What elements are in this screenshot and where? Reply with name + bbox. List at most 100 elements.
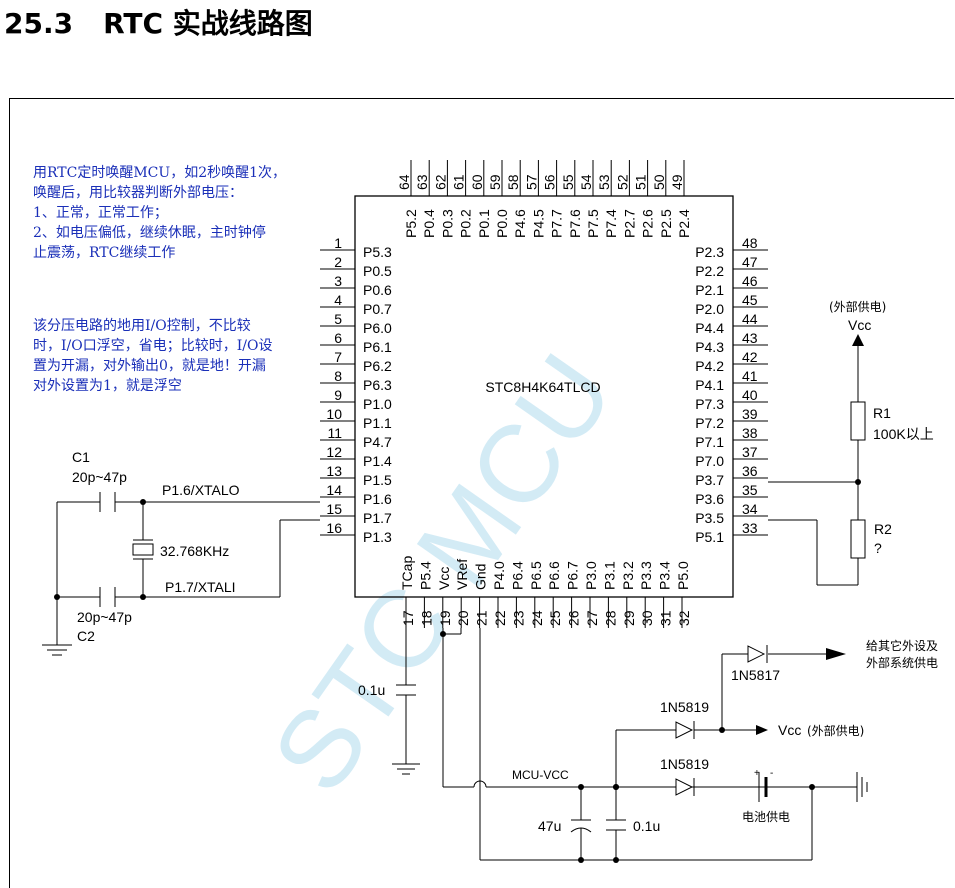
schematic-frame (9, 98, 954, 888)
pin-name: P6.4 (509, 561, 525, 590)
junction-dot (613, 784, 619, 790)
pin-name: P2.3 (695, 244, 724, 260)
pin-number: 30 (639, 610, 655, 626)
junction-dot (613, 857, 619, 863)
pin-number: 47 (742, 254, 758, 270)
wakeup-note-line: 1、正常，正常工作； (33, 205, 168, 221)
pin-number: 60 (469, 174, 485, 190)
divider-circuit (768, 346, 866, 586)
pin-name: P1.5 (363, 472, 392, 488)
pin-name: P1.0 (363, 396, 392, 412)
pin-number: 31 (658, 610, 674, 626)
pin-number: 10 (326, 406, 342, 422)
pin-number: 45 (742, 292, 758, 308)
pin-number: 21 (474, 610, 490, 626)
vcc-arrow (852, 334, 864, 346)
pin-number: 37 (742, 444, 758, 460)
pin-name: P7.5 (585, 209, 601, 238)
junction-dot (809, 784, 815, 790)
output-arrow (826, 648, 846, 660)
pin-number: 23 (510, 610, 526, 626)
divider-note-line: 对外设置为1，就是浮空 (33, 378, 182, 394)
pin-name: P6.1 (363, 339, 392, 355)
pin-name: P5.1 (695, 529, 724, 545)
diode-1n5817-label: 1N5817 (731, 667, 780, 683)
wakeup-note: 用RTC定时唤醒MCU，如2秒唤醒1次， 唤醒后，用比较器判断外部电压： 1、正… (33, 163, 286, 263)
pin-name: P7.6 (567, 209, 583, 238)
pin-number: 53 (596, 174, 612, 190)
pin-number: 9 (334, 387, 342, 403)
vcc-label: Vcc (848, 317, 871, 333)
pin-name: P5.4 (417, 561, 433, 590)
pin-number: 61 (451, 174, 467, 190)
diode-1n5819-bottom (675, 778, 695, 796)
pin-name: P4.7 (363, 434, 392, 450)
pin-name: P3.0 (583, 561, 599, 590)
pin-name: P3.2 (620, 561, 636, 590)
pin-number: 64 (396, 174, 412, 190)
right-pins: 48P2.347P2.246P2.145P2.044P4.443P4.342P4… (695, 235, 768, 545)
left-pins: 1P5.32P0.53P0.64P0.75P6.06P6.17P6.28P6.3… (320, 235, 392, 545)
divider-note-line: 该分压电路的地用I/O控制，不比较 (33, 318, 251, 334)
pin-name: P6.3 (363, 377, 392, 393)
pin-name: P1.7 (363, 510, 392, 526)
r1-ref: R1 (873, 405, 891, 421)
pin-name: P2.6 (640, 209, 656, 238)
pin-name: P0.4 (421, 209, 437, 238)
c1-value: 20p~47p (72, 469, 127, 485)
pin-number: 17 (400, 610, 416, 626)
pin-number: 32 (676, 610, 692, 626)
pin-number: 8 (334, 368, 342, 384)
diode-1n5819-bottom-label: 1N5819 (660, 756, 709, 772)
r1-value: 100K以上 (873, 426, 934, 442)
pin-number: 29 (621, 610, 637, 626)
junction-dot (719, 727, 725, 733)
pin-name: P3.1 (601, 561, 617, 590)
pin-name: P4.2 (695, 358, 724, 374)
c1-ref: C1 (72, 449, 90, 465)
pin-name: P6.7 (565, 561, 581, 590)
cap-47u-label: 47u (538, 818, 561, 834)
pin-name: P0.7 (363, 301, 392, 317)
top-pins: 64P5.263P0.462P0.361P0.260P0.159P0.058P4… (396, 160, 692, 238)
pin-name: P7.1 (695, 434, 724, 450)
pin-name: P3.7 (695, 472, 724, 488)
pin-name: P4.4 (695, 320, 724, 336)
pin-number: 5 (334, 311, 342, 327)
diode-1n5819-top-label: 1N5819 (660, 699, 709, 715)
pin-name: VRef (454, 559, 470, 590)
pin-name: P2.4 (676, 209, 692, 238)
pin-number: 11 (327, 425, 342, 441)
pin-number: 43 (742, 330, 758, 346)
c2-ref: C2 (77, 628, 95, 644)
pin-name: P3.6 (695, 491, 724, 507)
ext-supply-label: (外部供电) (829, 299, 886, 314)
junction-dot (578, 857, 584, 863)
pin-number: 39 (742, 406, 758, 422)
pin-name: P5.3 (363, 244, 392, 260)
pin-number: 18 (418, 610, 434, 626)
pin-number: 24 (529, 610, 545, 626)
pin-number: 25 (547, 610, 563, 626)
pin-name: P5.2 (403, 209, 419, 238)
pin-name: P6.6 (546, 561, 562, 590)
r2-value: ? (874, 540, 882, 556)
mcu-vcc-label: MCU-VCC (512, 768, 569, 782)
pin-name: P7.4 (603, 209, 619, 238)
pin-number: 42 (742, 349, 758, 365)
vcc-out-arrow (756, 725, 768, 735)
pin-name: TCap (399, 556, 415, 590)
pin-number: 26 (566, 610, 582, 626)
pin-number: 12 (326, 444, 342, 460)
pin-name: P2.7 (621, 209, 637, 238)
pin-name: P3.5 (695, 510, 724, 526)
wakeup-note-line: 止震荡，RTC继续工作 (33, 245, 176, 261)
diode-1n5819-top (675, 721, 695, 739)
pin-number: 46 (742, 273, 758, 289)
tcap-capacitor (392, 628, 420, 775)
wakeup-note-line: 唤醒后，用比较器判断外部电压： (33, 185, 243, 201)
pin-number: 59 (487, 174, 503, 190)
junction-dot (578, 784, 584, 790)
divider-note-line: 置为开漏，对外输出0，就是地！开漏 (33, 358, 266, 374)
